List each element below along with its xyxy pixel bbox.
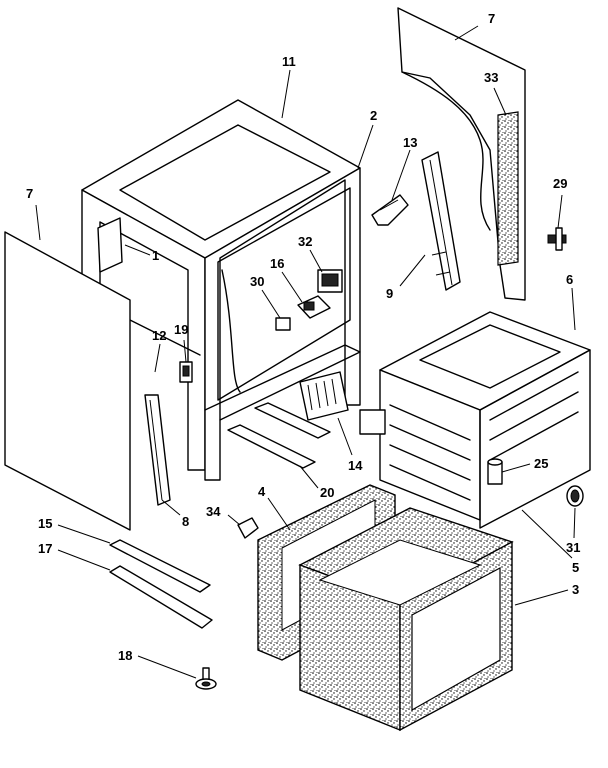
insulation-block bbox=[298, 507, 514, 732]
bracket-part bbox=[371, 194, 409, 226]
callout-9: 9 bbox=[386, 286, 393, 301]
callout-13: 13 bbox=[403, 135, 417, 150]
light-lens bbox=[566, 485, 584, 507]
callout-8: 8 bbox=[182, 514, 189, 529]
callout-16: 16 bbox=[270, 256, 284, 271]
side-panel-left bbox=[4, 231, 131, 531]
leveling-leg bbox=[195, 667, 217, 690]
small-brackets bbox=[179, 361, 193, 383]
callout-17: 17 bbox=[38, 541, 52, 556]
callout-20: 20 bbox=[320, 485, 334, 500]
controls-cluster bbox=[275, 269, 343, 331]
callout-15: 15 bbox=[38, 516, 52, 531]
oven-cavity bbox=[359, 311, 591, 529]
callout-6: 6 bbox=[566, 272, 573, 287]
lower-rail-15 bbox=[109, 539, 211, 593]
callout-11: 11 bbox=[282, 54, 296, 69]
lower-rail-17 bbox=[109, 565, 213, 629]
callout-33: 33 bbox=[484, 70, 498, 85]
callout-34: 34 bbox=[206, 504, 221, 519]
leveling-screw-part bbox=[547, 227, 567, 251]
callout-18: 18 bbox=[118, 648, 132, 663]
callout-labels: 7 7 11 2 13 33 29 1 32 16 30 9 6 12 19 1… bbox=[26, 11, 580, 663]
callout-2: 2 bbox=[370, 108, 377, 123]
callout-leaders bbox=[35, 25, 576, 679]
strut-part bbox=[421, 151, 461, 291]
callout-19: 19 bbox=[174, 322, 188, 337]
callout-4: 4 bbox=[258, 484, 266, 499]
callout-1: 1 bbox=[152, 248, 159, 263]
clip-part bbox=[237, 517, 259, 539]
sensor-part bbox=[487, 458, 503, 485]
callout-32: 32 bbox=[298, 234, 312, 249]
callout-14: 14 bbox=[348, 458, 363, 473]
callout-31: 31 bbox=[566, 540, 580, 555]
callout-3: 3 bbox=[572, 582, 579, 597]
callout-12: 12 bbox=[152, 328, 166, 343]
terminal-block bbox=[299, 371, 349, 421]
callout-7-top: 7 bbox=[488, 11, 495, 26]
callout-7-left: 7 bbox=[26, 186, 33, 201]
bottom-rails bbox=[227, 402, 331, 469]
callout-5: 5 bbox=[572, 560, 579, 575]
side-panel-right bbox=[397, 7, 526, 301]
frame-bracket bbox=[97, 217, 123, 273]
callout-25: 25 bbox=[534, 456, 548, 471]
callout-29: 29 bbox=[553, 176, 567, 191]
insulation-strip bbox=[497, 111, 519, 266]
callout-30: 30 bbox=[250, 274, 264, 289]
frame-channel bbox=[144, 394, 171, 506]
